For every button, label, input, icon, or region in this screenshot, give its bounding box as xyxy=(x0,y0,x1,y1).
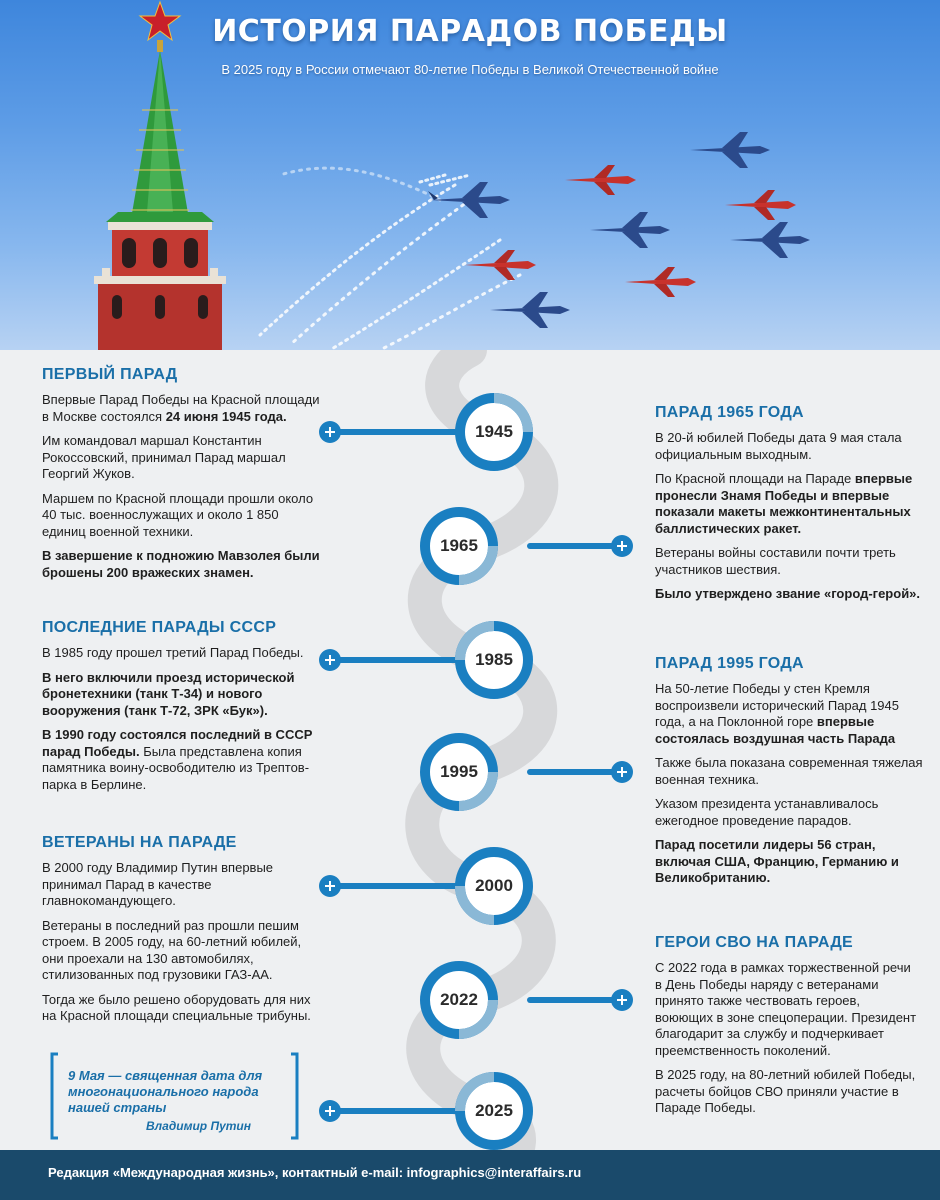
hero-banner: ИСТОРИЯ ПАРАДОВ ПОБЕДЫ В 2025 году в Рос… xyxy=(0,0,940,350)
section-paragraph: Ветераны в последний раз прошли пешим ст… xyxy=(42,917,302,983)
page-title: ИСТОРИЯ ПАРАДОВ ПОБЕДЫ xyxy=(212,14,728,49)
year-ring xyxy=(420,733,498,811)
year-label-2022: 2022 xyxy=(440,990,478,1009)
section-title: ПЕРВЫЙ ПАРАД xyxy=(42,366,178,383)
section-last-ussr-parades: ПОСЛЕДНИЕ ПАРАДЫ СССР В 1985 году прошел… xyxy=(42,619,322,801)
year-ring xyxy=(455,393,533,471)
year-rings xyxy=(420,393,533,1150)
section-title: ПАРАД 1965 ГОДА xyxy=(655,404,804,421)
section-paragraph: Указом президента устанавливалось ежегод… xyxy=(655,796,879,828)
quote-author: Владимир Путин xyxy=(146,1119,251,1133)
plus-icon xyxy=(319,1100,341,1122)
section-paragraph: В 20-й юбилей Победы дата 9 мая стала оф… xyxy=(655,430,902,462)
section-paragraph: Им командовал маршал Константин Рокоссов… xyxy=(42,433,286,481)
section-paragraph: Маршем по Красной площади прошли около 4… xyxy=(42,490,314,539)
footer-contact: Редакция «Международная жизнь», контактн… xyxy=(48,1165,582,1180)
section-paragraph: В 2025 году, на 80-летний юбилей Победы,… xyxy=(655,1067,916,1115)
year-ring xyxy=(420,507,498,585)
year-label-1945: 1945 xyxy=(475,422,513,441)
year-ring xyxy=(455,621,533,699)
kremlin-tower xyxy=(94,0,226,350)
section-paragraph: Впервые Парад Победы на Красной площади … xyxy=(42,392,320,424)
section-title: ПАРАД 1995 ГОДА xyxy=(655,655,804,672)
section-veterans: ВЕТЕРАНЫ НА ПАРАДЕ В 2000 году Владимир … xyxy=(42,834,314,1033)
quote-brackets xyxy=(50,1052,299,1140)
footer-bar: Редакция «Международная жизнь», контактн… xyxy=(0,1150,940,1200)
section-paragraph: На 50-летие Победы у стен Кремля воспрои… xyxy=(655,681,899,746)
plus-icon xyxy=(319,649,341,671)
jet-formation xyxy=(428,132,810,328)
year-label-2000: 2000 xyxy=(475,876,513,895)
plus-icon xyxy=(611,989,633,1011)
section-parade-1965: ПАРАД 1965 ГОДА В 20-й юбилей Победы дат… xyxy=(655,404,925,611)
section-paragraph: Ветераны войны составили почти треть уча… xyxy=(655,545,896,577)
section-paragraph: С 2022 года в рамках торжественной речи … xyxy=(655,960,917,1058)
smoke-trails xyxy=(258,166,522,350)
section-paragraph: Тогда же было решено оборудовать для них… xyxy=(42,991,311,1024)
section-svo-heroes: ГЕРОИ СВО НА ПАРАДЕ С 2022 года в рамках… xyxy=(655,934,917,1125)
section-paragraph: В 1990 году состоялся последний в СССР п… xyxy=(42,727,313,792)
plus-icon xyxy=(319,421,341,443)
section-paragraph-bold: В него включили проезд исторической брон… xyxy=(42,669,295,718)
year-label-1985: 1985 xyxy=(475,650,513,669)
year-label-2025: 2025 xyxy=(475,1101,513,1120)
section-paragraph: По Красной площади на Параде впервые про… xyxy=(655,471,913,536)
plus-icon xyxy=(611,535,633,557)
hero-illustration xyxy=(94,0,810,350)
year-label-1995: 1995 xyxy=(440,762,478,781)
plus-markers xyxy=(319,421,633,1122)
section-paragraph: Также была показана современная тяжелая … xyxy=(655,755,923,787)
plus-icon xyxy=(611,761,633,783)
section-paragraph-bold: В завершение к подножию Мавзолея были бр… xyxy=(42,548,320,580)
quote-text: 9 Мая — священная дата для многонационал… xyxy=(68,1068,263,1115)
year-ring xyxy=(455,847,533,925)
plus-icon xyxy=(319,875,341,897)
section-parade-1995: ПАРАД 1995 ГОДА На 50-летие Победы у сте… xyxy=(655,655,925,895)
section-title: ПОСЛЕДНИЕ ПАРАДЫ СССР xyxy=(42,619,277,636)
section-paragraph: В 1985 году прошел третий Парад Победы. xyxy=(42,645,304,660)
page-subtitle: В 2025 году в России отмечают 80-летие П… xyxy=(221,62,719,77)
section-first-parade: ПЕРВЫЙ ПАРАД Впервые Парад Победы на Кра… xyxy=(42,366,320,589)
year-label-1965: 1965 xyxy=(440,536,478,555)
section-title: ВЕТЕРАНЫ НА ПАРАДЕ xyxy=(42,834,237,851)
year-ring xyxy=(455,1072,533,1150)
quote-box: 9 Мая — священная дата для многонационал… xyxy=(48,1050,301,1142)
section-paragraph: В 2000 году Владимир Путин впервые прини… xyxy=(42,860,274,908)
year-ring xyxy=(420,961,498,1039)
section-paragraph-bold: Парад посетили лидеры 56 стран, включая … xyxy=(655,837,899,885)
section-paragraph-bold: Было утверждено звание «город-герой». xyxy=(655,586,921,601)
section-title: ГЕРОИ СВО НА ПАРАДЕ xyxy=(655,934,853,951)
timeline-road xyxy=(319,350,633,1200)
